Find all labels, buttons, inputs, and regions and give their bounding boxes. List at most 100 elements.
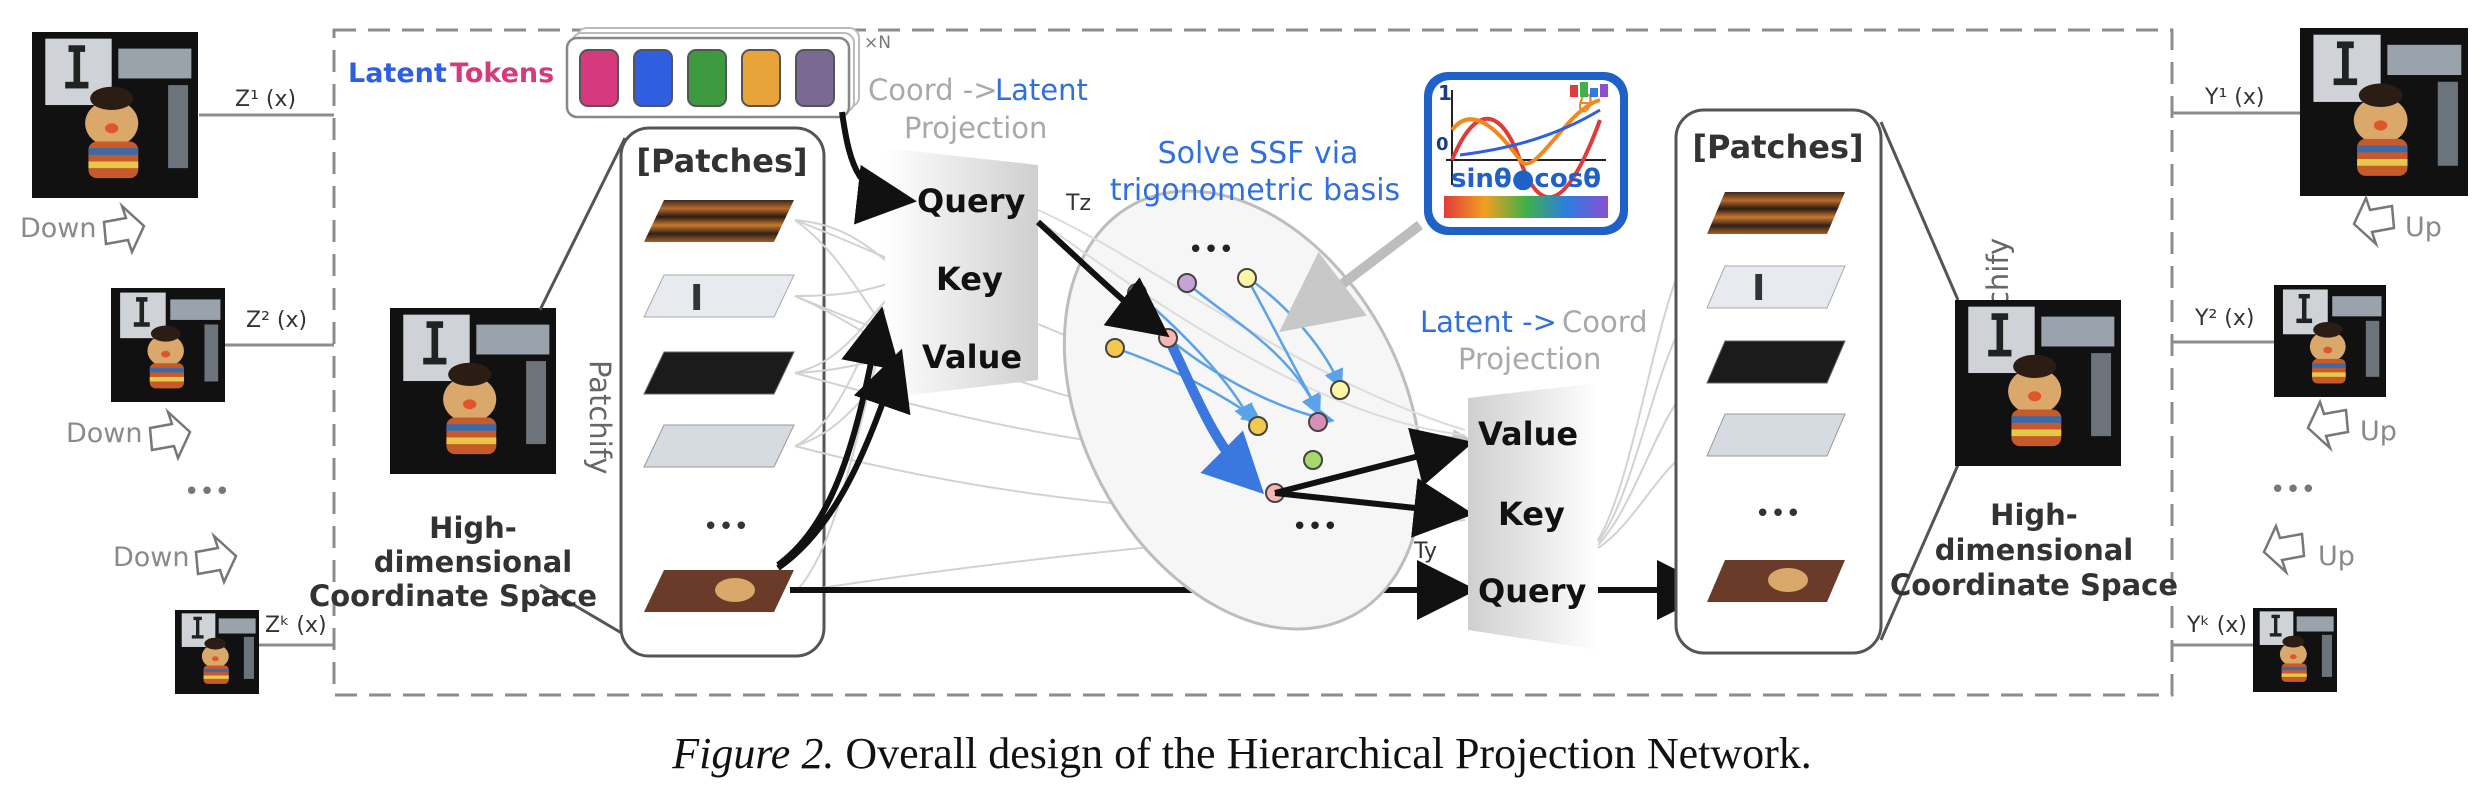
y2-label: Y² (x) [2194, 306, 2254, 331]
up-arrow-icon [2262, 522, 2306, 577]
latent-token [795, 49, 835, 107]
solve-line2: trigonometric basis [1110, 173, 1400, 208]
coordinate-image-left [390, 308, 556, 474]
coord-to-latent-part3: Projection [904, 111, 1047, 145]
pyramid-image-level-1 [2300, 28, 2468, 196]
up-arrow-icon [2352, 194, 2396, 249]
coord-space-right-line3: Coordinate Space [1890, 568, 2178, 602]
patch-tile [644, 200, 794, 242]
patchify-label: Patchify [583, 360, 617, 475]
left-query-label: Query [917, 182, 1025, 220]
up-arrow-icon [2306, 398, 2350, 453]
patches-ellipsis-right: ••• [1755, 499, 1801, 529]
down-label-2: Down [66, 418, 143, 449]
figure-caption: Figure 2. Overall design of the Hierarch… [0, 728, 2484, 779]
latent-point [1308, 412, 1328, 432]
left-key-label: Key [936, 260, 1003, 298]
trig-formula-label: sinθ●cosθ [1451, 164, 1601, 194]
right-key-label: Key [1498, 495, 1565, 533]
token-multiplier: ×N [864, 33, 891, 53]
trig-zero-label: 0 [1436, 134, 1449, 155]
up-label-2: Up [2360, 416, 2397, 447]
latent-point [1330, 380, 1350, 400]
patch-tile [1706, 265, 1846, 309]
up-label-3: Up [2318, 541, 2355, 572]
patch-tile [1706, 340, 1846, 384]
latent-tokens: Latent Tokens ×N [348, 27, 891, 119]
y1-label: Y¹ (x) [2204, 85, 2264, 110]
down-arrow-icon [102, 201, 146, 256]
down-arrow-icon [194, 531, 238, 586]
latent-point [1248, 416, 1268, 436]
patch-tile [1706, 413, 1846, 457]
pyramid-image-level-2 [111, 288, 225, 402]
patch-tiles-right: I ••• [1706, 192, 1846, 602]
trig-basis-icon: 1 0 θ sinθ●cosθ [1424, 72, 1628, 235]
solve-line1: Solve SSF via [1158, 136, 1359, 171]
pyramid-ellipsis: ••• [184, 477, 230, 507]
pyramid-image-level-k [175, 610, 259, 694]
latent-point [1177, 273, 1197, 293]
tokens-label: Tokens [450, 58, 554, 89]
coord-space-left-line1: High- [429, 511, 517, 545]
trig-one-label: 1 [1438, 81, 1452, 105]
down-arrow-icon [148, 407, 192, 462]
latent-to-coord-part1: Latent -> [1420, 305, 1557, 339]
latent-point [1303, 450, 1323, 470]
right-value-label: Value [1478, 415, 1578, 453]
latent-label: Latent [348, 58, 447, 89]
latent-token [741, 49, 781, 107]
dashed-frame [332, 28, 2174, 697]
latent-point [1127, 283, 1147, 303]
right-query-label: Query [1478, 572, 1586, 610]
latent-point [1105, 338, 1125, 358]
patch-glyph: I [690, 278, 703, 319]
patches-title-left: [Patches] [636, 142, 807, 180]
coord-space-right-line2: dimensional [1935, 533, 2134, 567]
latent-token [687, 49, 727, 107]
latent-to-coord-part3: Projection [1458, 342, 1601, 376]
latent-token [579, 49, 619, 107]
patch-glyph: I [1752, 268, 1765, 309]
z2-label: Z² (x) [246, 308, 307, 333]
down-label-1: Down [20, 213, 97, 244]
caption-text: Overall design of the Hierarchical Proje… [845, 729, 1812, 778]
pyramid-ellipsis: ••• [2270, 475, 2316, 505]
patch-tile [1707, 192, 1845, 234]
pyramid-image-level-k [2253, 608, 2337, 692]
qkv-block-left [885, 148, 1038, 398]
latent-point [1237, 268, 1257, 288]
pyramid-image-level-1 [32, 32, 199, 199]
main-trajectory [1163, 335, 1265, 495]
qkv-block-right [1468, 383, 1598, 650]
patch-tiles-left: I ••• [643, 200, 795, 612]
left-pyramid: Z¹ (x) Z² (x) Zᵏ (x) Down Down Down ••• [20, 32, 334, 694]
patches-ellipsis-left: ••• [703, 512, 749, 542]
patches-title-right: [Patches] [1692, 128, 1863, 166]
patch-tile [643, 424, 795, 468]
coord-space-left-line2: dimensional [374, 545, 573, 579]
coord-space-right-line1: High- [1990, 498, 2078, 532]
latent-token [633, 49, 673, 107]
down-label-3: Down [113, 542, 190, 573]
figure-label: Figure 2. [672, 729, 835, 778]
patch-tile [643, 274, 795, 318]
latent-point [1158, 328, 1178, 348]
coordinate-image-right [1955, 300, 2121, 466]
zk-label: Zᵏ (x) [265, 613, 327, 638]
pyramid-image-level-2 [2274, 285, 2386, 397]
ty-label: Ty [1413, 539, 1437, 564]
left-value-label: Value [922, 338, 1022, 376]
latent-ellipsis-top: ••• [1188, 235, 1234, 265]
coord-to-latent-part1: Coord -> [868, 73, 998, 107]
patch-tile [643, 351, 795, 395]
latent-to-coord-part2: Coord [1562, 305, 1648, 339]
yk-label: Yᵏ (x) [2186, 613, 2247, 638]
coord-to-latent-part2: Latent [995, 73, 1088, 107]
right-pyramid: Y¹ (x) Y² (x) Yᵏ (x) Up Up Up ••• [2172, 28, 2468, 692]
up-label-1: Up [2405, 212, 2442, 243]
tz-label: Tz [1065, 191, 1091, 216]
z1-label: Z¹ (x) [235, 87, 296, 112]
coord-space-left-line3: Coordinate Space [309, 579, 597, 613]
latent-ellipsis-bottom: ••• [1292, 512, 1338, 542]
